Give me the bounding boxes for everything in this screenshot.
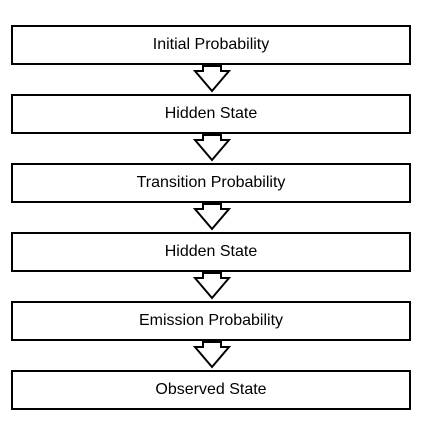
step-emission-probability: Emission Probability: [11, 301, 411, 341]
down-arrow-icon: [192, 65, 232, 93]
step-label: Initial Probability: [152, 36, 270, 53]
step-hidden-state-2: Hidden State: [11, 232, 411, 272]
step-label: Observed State: [155, 381, 267, 398]
down-arrow-icon: [192, 341, 232, 369]
step-transition-probability: Transition Probability: [11, 163, 411, 203]
down-arrow-icon: [192, 272, 232, 300]
down-arrow-icon: [192, 134, 232, 162]
down-arrow-icon: [192, 203, 232, 231]
step-label: Emission Probability: [138, 312, 284, 329]
step-observed-state: Observed State: [11, 370, 411, 410]
step-label: Hidden State: [164, 243, 258, 260]
step-initial-probability: Initial Probability: [11, 25, 411, 65]
step-hidden-state-1: Hidden State: [11, 94, 411, 134]
step-label: Hidden State: [164, 105, 258, 122]
step-label: Transition Probability: [136, 174, 286, 191]
